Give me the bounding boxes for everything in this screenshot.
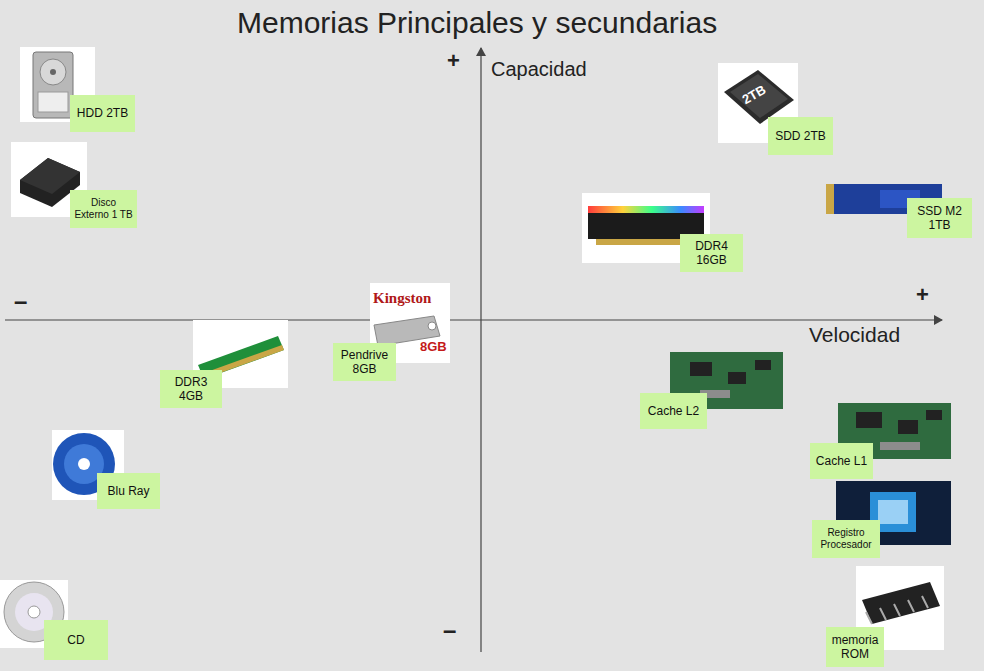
capacity-text: 8GB	[420, 340, 447, 354]
label-box: DDR3 4GB	[160, 370, 222, 408]
label-stack: Cache L2	[648, 404, 699, 418]
axis-sign: +	[916, 283, 929, 307]
label-stack: SSD M2 1TB	[911, 204, 968, 233]
axis-sign: –	[14, 288, 27, 314]
axis-title: Capacidad	[491, 58, 587, 80]
label-box: SDD 2TB	[768, 117, 833, 155]
memory-label: SSD M2 1TB	[911, 204, 968, 233]
axis-sign: –	[443, 617, 456, 643]
brand-text: Kingston	[373, 290, 431, 307]
label-stack: Disco Externo 1 TB	[74, 197, 133, 221]
memory-label: Disco Externo 1 TB	[74, 197, 133, 221]
label-stack: Cache L1	[816, 454, 867, 468]
label-stack: DDR4 16GB	[684, 239, 739, 268]
memory-label: HDD 2TB	[77, 106, 128, 120]
label-box: DDR4 16GB	[680, 234, 743, 272]
label-stack: memoria ROM	[830, 633, 880, 662]
label-stack: Pendrive 8GB	[337, 348, 392, 377]
label-stack: HDD 2TB	[77, 106, 128, 120]
memory-label: CD	[67, 633, 84, 647]
x-axis	[5, 319, 942, 320]
label-box: memoria ROM	[826, 627, 884, 667]
label-stack: SDD 2TB	[775, 129, 826, 143]
label-stack: Registro Procesador	[816, 527, 876, 551]
memory-label: DDR4 16GB	[684, 239, 739, 268]
label-box: Cache L2	[640, 393, 707, 429]
label-box: Cache L1	[810, 443, 873, 479]
label-box: SSD M2 1TB	[907, 198, 972, 238]
memory-label: Pendrive 8GB	[337, 348, 392, 377]
axis-title: Velocidad	[809, 323, 900, 346]
label-box: Registro Procesador	[812, 520, 880, 558]
memory-label: Cache L1	[816, 454, 867, 468]
capacity-text: 2TB	[740, 83, 768, 108]
label-box: Blu Ray	[97, 473, 160, 509]
y-axis	[480, 48, 481, 652]
memory-label: DDR3 4GB	[164, 375, 218, 404]
label-stack: DDR3 4GB	[164, 375, 218, 404]
memory-label: Blu Ray	[107, 484, 149, 498]
memory-label: Cache L2	[648, 404, 699, 418]
memory-label: SDD 2TB	[775, 129, 826, 143]
label-box: CD	[44, 620, 108, 660]
chart-title: Memorias Principales y secundarias	[237, 6, 717, 39]
label-box: HDD 2TB	[70, 95, 135, 132]
label-box: Disco Externo 1 TB	[70, 190, 137, 228]
memory-label: memoria ROM	[830, 633, 880, 662]
axis-sign: +	[447, 49, 460, 73]
memory-label: Registro Procesador	[816, 527, 876, 551]
label-stack: Blu Ray	[107, 484, 149, 498]
label-stack: CD	[67, 633, 84, 647]
label-box: Pendrive 8GB	[333, 343, 396, 381]
